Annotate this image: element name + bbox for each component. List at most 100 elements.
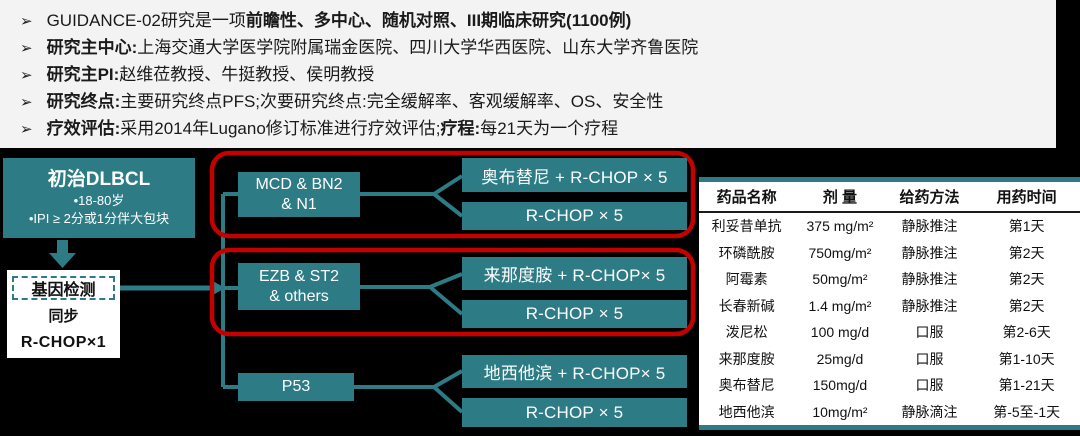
table-cell: 利妥昔单抗 [711,218,782,235]
table-cell: 静脉推注 [901,271,958,288]
patient-criteria-box: 初治DLBCL •18-80岁 •IPI ≥ 2分或1分伴大包块 [3,158,195,238]
patient-box-age: •18-80岁 [73,193,125,208]
bullet-text-bold: 研究主中心: [46,38,138,57]
gene-group-mcd-bn2-n1: MCD & BN2 & N1 [238,172,360,217]
table-cell: 环磷酰胺 [718,245,775,261]
bullet-item-centers: ➢ 研究主中心: 上海交通大学医学院附属瑞金医院、四川大学华西医院、山东大学齐鲁… [20,34,1056,61]
bullet-item-evaluation: ➢ 疗效评估: 采用2014年Lugano修订标准进行疗效评估; 疗程: 每21… [20,115,1056,142]
table-cell: 750mg/m² [808,245,872,261]
table-cell: 第2-6天 [1002,324,1051,341]
arrow-bullet-icon: ➢ [20,40,33,57]
gene-group-label: EZB & ST2 [258,267,340,285]
drug-dosing-table: 药品名称 剂 量 给药方法 用药时间 利妥昔单抗 375 mg/m² 静脉推注 第1天… [699,177,1080,430]
table-row: 来那度胺 25mg/d 口服 第1-10天 [699,346,1080,372]
patient-box-title: 初治DLBCL [47,169,151,190]
table-cell: 25mg/d [816,350,864,367]
right-arrow-icon [212,280,225,296]
bullet-item-pi: ➢ 研究主PI: 赵维莅教授、牛挺教授、侯明教授 [20,61,1056,88]
col-header-timing: 用药时间 [973,182,1080,213]
gene-group-label: MCD & BN2 [255,175,343,193]
table-row: 环磷酰胺 750mg/m² 静脉推注 第2天 [699,240,1080,266]
col-header-dose: 剂 量 [794,182,886,213]
gene-group-label: P53 [281,378,311,395]
arm-rchop-group3: R-CHOP × 5 [462,398,687,427]
arrow-bullet-icon: ➢ [20,94,33,111]
table-cell: 10mg/m² [812,403,868,420]
gene-group-p53: P53 [238,373,354,401]
patient-box-ipi: •IPI ≥ 2分或1分伴大包块 [28,211,170,226]
col-header-drug-name: 药品名称 [699,182,795,213]
table-row: 泼尼松 100 mg/d 口服 第2-6天 [699,319,1080,345]
arm-rchop-group1: R-CHOP × 5 [462,202,687,230]
bullet-text: GUIDANCE-02研究是一项 [46,11,246,30]
table-cell: 长春新碱 [718,297,775,314]
down-arrow-icon [49,240,76,268]
highlight-outline-group2 [209,247,696,337]
table-cell: 第1-21天 [998,377,1055,394]
table-cell: 静脉滴注 [901,403,958,420]
gene-test-label: 基因检测 [12,276,115,300]
bullet-item-endpoints: ➢ 研究终点: 主要研究终点PFS;次要研究终点:完全缓解率、客观缓解率、OS、… [20,88,1056,115]
table-cell: 静脉推注 [901,297,958,314]
bullet-item-design: ➢ GUIDANCE-02研究是一项 前瞻性、多中心、随机对照、III期临床研究… [20,7,1056,34]
table-cell: 静脉推注 [901,218,958,235]
table-header-row: 药品名称 剂 量 给药方法 用药时间 [699,182,1080,213]
gene-test-box: 基因检测 同步 R-CHOP×1 [7,270,120,358]
table-cell: 来那度胺 [718,350,775,367]
bullet-text: 每21天为一个疗程 [480,119,619,138]
table-row: 奥布替尼 150mg/d 口服 第1-21天 [699,372,1080,398]
table-cell: 第2天 [1008,297,1045,314]
study-summary-panel: ➢ GUIDANCE-02研究是一项 前瞻性、多中心、随机对照、III期临床研究… [0,0,1056,148]
arm-decitabine-rchop: 地西他滨 + R-CHOP× 5 [462,355,687,388]
table-cell: 阿霉素 [725,271,768,288]
gene-group-label: & N1 [281,195,317,213]
gene-group-ezb-st2: EZB & ST2 & others [238,263,360,310]
table-cell: 第-5至-1天 [993,403,1061,420]
table-row: 阿霉素 50mg/m² 静脉推注 第2天 [699,266,1080,292]
table-cell: 第1-10天 [998,350,1055,367]
bullet-text: 主要研究终点PFS;次要研究终点:完全缓解率、客观缓解率、OS、安全性 [120,92,664,111]
table-cell: 第2天 [1008,271,1045,288]
table-cell: 口服 [915,377,944,394]
gene-group-label: & others [269,287,329,305]
rchop1-label: R-CHOP×1 [20,334,107,351]
table-cell: 50mg/m² [812,271,868,288]
highlight-outline-group1 [209,150,696,239]
fork-lines-group1 [360,174,464,218]
arrow-bullet-icon: ➢ [20,67,33,84]
bullet-text: 采用2014年Lugano修订标准进行疗效评估; [120,119,441,138]
bullet-text-bold: 研究终点: [46,92,121,111]
table-cell: 1.4 mg/m² [808,297,872,314]
table-cell: 口服 [915,324,944,341]
fork-lines-group2 [360,272,464,316]
table-row: 地西他滨 10mg/m² 静脉滴注 第-5至-1天 [699,399,1080,426]
bullet-text-bold: 疗程: [440,119,481,138]
bullet-text: 赵维莅教授、牛挺教授、侯明教授 [119,65,375,84]
table-row: 长春新碱 1.4 mg/m² 静脉推注 第2天 [699,293,1080,319]
arrow-bullet-icon: ➢ [20,13,33,30]
bullet-text-bold: 研究主PI: [46,65,120,84]
bullet-text-bold: 疗效评估: [46,119,121,138]
col-header-route: 给药方法 [885,182,974,213]
fork-lines-group3 [354,369,464,414]
sync-label: 同步 [48,308,79,325]
bullet-text: 上海交通大学医学院附属瑞金医院、四川大学华西医院、山东大学齐鲁医院 [137,38,699,57]
table-cell: 奥布替尼 [718,377,775,394]
table-cell: 口服 [915,350,944,367]
arm-rchop-group2: R-CHOP × 5 [462,300,687,328]
table-cell: 泼尼松 [725,324,768,341]
table-cell: 375 mg/m² [806,218,874,235]
table-cell: 第1天 [1008,218,1045,235]
table-cell: 100 mg/d [810,324,870,341]
trunk-line [221,192,238,389]
table-cell: 静脉推注 [901,245,958,261]
arm-orelabrutinib-rchop: 奥布替尼 + R-CHOP × 5 [462,158,687,192]
arrow-bullet-icon: ➢ [20,121,33,138]
table-cell: 第2天 [1008,245,1045,261]
table-row: 利妥昔单抗 375 mg/m² 静脉推注 第1天 [699,212,1080,240]
table-cell: 150mg/d [812,377,868,394]
table-cell: 地西他滨 [718,403,775,420]
